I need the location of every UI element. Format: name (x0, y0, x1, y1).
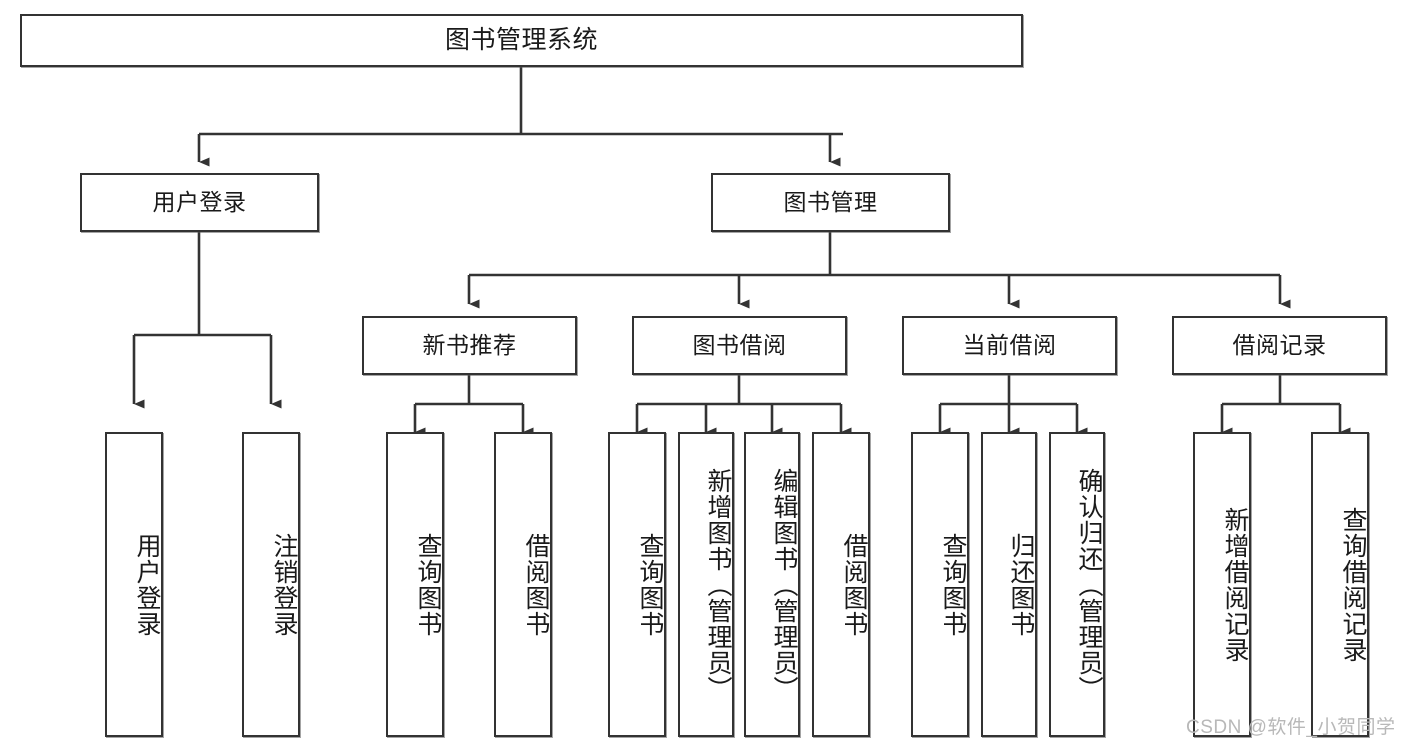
node-label: 图书管理系统 (444, 26, 598, 55)
node-current-borrow[interactable]: 当前借阅 (902, 316, 1117, 375)
node-label: 用户登录 (152, 189, 247, 216)
node-borrow-record[interactable]: 借阅记录 (1172, 316, 1387, 375)
node-label: 用户登录 (133, 532, 161, 637)
leaf-query-borrow-record[interactable]: 查询借阅记录 (1311, 432, 1369, 737)
node-label: 确认归还（管理员） (1075, 467, 1103, 702)
leaf-confirm-return-admin[interactable]: 确认归还（管理员） (1049, 432, 1105, 737)
node-label: 图书管理 (783, 189, 878, 216)
node-new-book-recommend[interactable]: 新书推荐 (362, 316, 577, 375)
node-user-login[interactable]: 用户登录 (80, 173, 319, 232)
leaf-user-login[interactable]: 用户登录 (105, 432, 163, 737)
node-label: 查询图书 (636, 532, 664, 637)
leaf-query-book-borrow[interactable]: 查询图书 (608, 432, 666, 737)
leaf-borrow-book[interactable]: 借阅图书 (812, 432, 870, 737)
node-label: 编辑图书（管理员） (770, 467, 798, 702)
node-book-management[interactable]: 图书管理 (711, 173, 950, 232)
leaf-add-book-admin[interactable]: 新增图书（管理员） (678, 432, 734, 737)
node-label: 新增图书（管理员） (704, 467, 732, 702)
leaf-add-borrow-record[interactable]: 新增借阅记录 (1193, 432, 1251, 737)
node-label: 新书推荐 (422, 332, 517, 359)
leaf-return-book[interactable]: 归还图书 (981, 432, 1037, 737)
node-label: 查询图书 (414, 532, 442, 637)
leaf-user-logout[interactable]: 注销登录 (242, 432, 300, 737)
node-label: 借阅图书 (522, 532, 550, 637)
node-label: 注销登录 (270, 532, 298, 637)
node-label: 借阅图书 (840, 532, 868, 637)
node-label: 查询图书 (939, 532, 967, 637)
node-label: 归还图书 (1007, 532, 1035, 637)
node-label: 借阅记录 (1232, 332, 1327, 359)
node-label: 当前借阅 (962, 332, 1057, 359)
node-label: 查询借阅记录 (1339, 506, 1367, 663)
node-label: 新增借阅记录 (1221, 506, 1249, 663)
node-label: 图书借阅 (692, 332, 787, 359)
leaf-query-book-new[interactable]: 查询图书 (386, 432, 444, 737)
leaf-borrow-book-new[interactable]: 借阅图书 (494, 432, 552, 737)
leaf-query-book-current[interactable]: 查询图书 (911, 432, 969, 737)
node-root-system[interactable]: 图书管理系统 (20, 14, 1023, 67)
watermark: CSDN @软件_小贺同学 (1186, 717, 1396, 738)
node-book-borrow[interactable]: 图书借阅 (632, 316, 847, 375)
leaf-edit-book-admin[interactable]: 编辑图书（管理员） (744, 432, 800, 737)
